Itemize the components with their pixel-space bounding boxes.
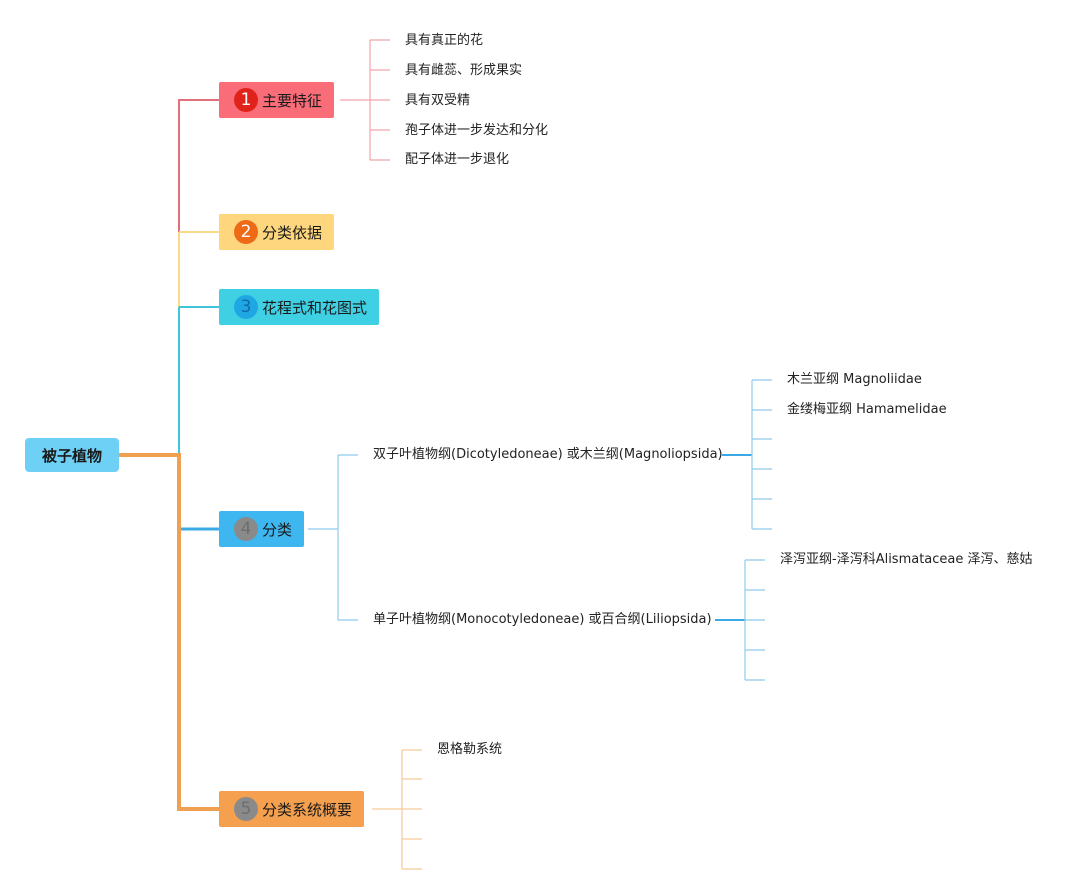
topic-classification[interactable]: 4 分类	[219, 511, 305, 547]
t4-sub1-children	[751, 379, 772, 530]
number-badge-4: 4	[234, 517, 258, 541]
number-badge-5: 5	[234, 797, 258, 821]
trunk-segment-1	[178, 99, 219, 455]
leaf-sporophyte[interactable]: 孢子体进一步发达和分化	[405, 123, 549, 138]
topic-label: 主要特征	[262, 91, 323, 110]
topic-label: 花程式和花图式	[262, 298, 368, 317]
t1-bracket	[340, 39, 390, 161]
subgroup-dicot-label: 双子叶植物纲(Dicotyledoneae) 或木兰纲(Magnoliopsid…	[373, 447, 723, 462]
number-badge-2: 2	[234, 220, 258, 244]
leaf-pistil-fruit[interactable]: 具有雌蕊、形成果实	[405, 63, 523, 78]
root-label: 被子植物	[41, 446, 102, 465]
leaf-engler-system[interactable]: 恩格勒系统	[437, 742, 503, 757]
subgroup-monocot[interactable]: 单子叶植物纲(Monocotyledoneae) 或百合纲(Liliopsida…	[373, 611, 712, 629]
topic-label: 分类系统概要	[262, 800, 353, 819]
topic-label: 分类	[262, 520, 293, 539]
t5-bracket	[372, 749, 422, 870]
leaf-alismatidae[interactable]: 泽泻亚纲-泽泻科Alismataceae 泽泻、慈姑	[780, 552, 1033, 567]
topic-classification-systems[interactable]: 5 分类系统概要	[219, 791, 365, 827]
t4-sub2-children	[744, 559, 765, 681]
topic-classification-basis[interactable]: 2 分类依据	[219, 214, 335, 250]
leaf-magnoliidae[interactable]: 木兰亚纲 Magnoliidae	[787, 372, 922, 387]
leaf-gametophyte[interactable]: 配子体进一步退化	[405, 152, 510, 167]
leaf-double-fertilization[interactable]: 具有双受精	[405, 93, 471, 108]
topic-floral-formula[interactable]: 3 花程式和花图式	[219, 289, 380, 325]
topic-label: 分类依据	[262, 223, 323, 242]
root-node[interactable]: 被子植物	[25, 438, 119, 472]
topic-main-features[interactable]: 1 主要特征	[219, 82, 335, 118]
trunk-root-link	[119, 453, 219, 811]
leaf-true-flower[interactable]: 具有真正的花	[405, 33, 484, 48]
number-badge-3: 3	[234, 295, 258, 319]
subgroup-monocot-label: 单子叶植物纲(Monocotyledoneae) 或百合纲(Liliopsida…	[373, 612, 712, 627]
leaf-hamamelidae[interactable]: 金缕梅亚纲 Hamamelidae	[787, 402, 947, 417]
number-badge-1: 1	[234, 88, 258, 112]
t4-bracket	[308, 454, 358, 621]
subgroup-dicot[interactable]: 双子叶植物纲(Dicotyledoneae) 或木兰纲(Magnoliopsid…	[373, 446, 723, 464]
